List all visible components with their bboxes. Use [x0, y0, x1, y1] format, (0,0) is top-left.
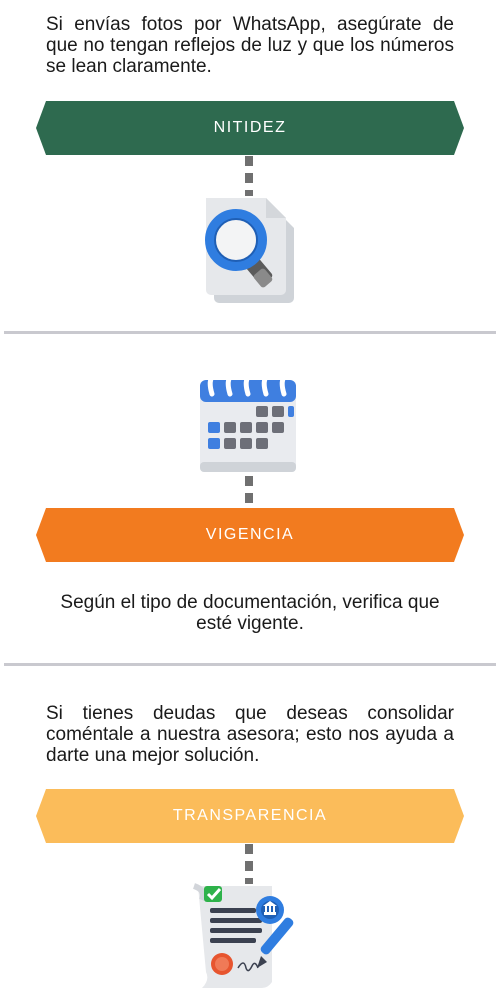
- vigencia-banner: VIGENCIA: [36, 508, 464, 562]
- vigencia-description: Según el tipo de documentación, verifica…: [60, 592, 440, 634]
- connector-line: [245, 476, 253, 508]
- connector-line: [245, 156, 253, 196]
- connector-line: [245, 844, 253, 884]
- section-divider: [4, 331, 496, 334]
- nitidez-description: Si envías fotos por WhatsApp, asegúrate …: [46, 14, 454, 77]
- signed-contract-icon: [192, 883, 294, 988]
- magnifier-document-icon: [205, 198, 294, 303]
- nitidez-banner: NITIDEZ: [36, 101, 464, 155]
- section-divider: [4, 663, 496, 666]
- transparencia-description: Si tienes deudas que deseas consolidar c…: [46, 703, 454, 766]
- calendar-icon: [200, 371, 296, 472]
- transparencia-banner: TRANSPARENCIA: [36, 789, 464, 843]
